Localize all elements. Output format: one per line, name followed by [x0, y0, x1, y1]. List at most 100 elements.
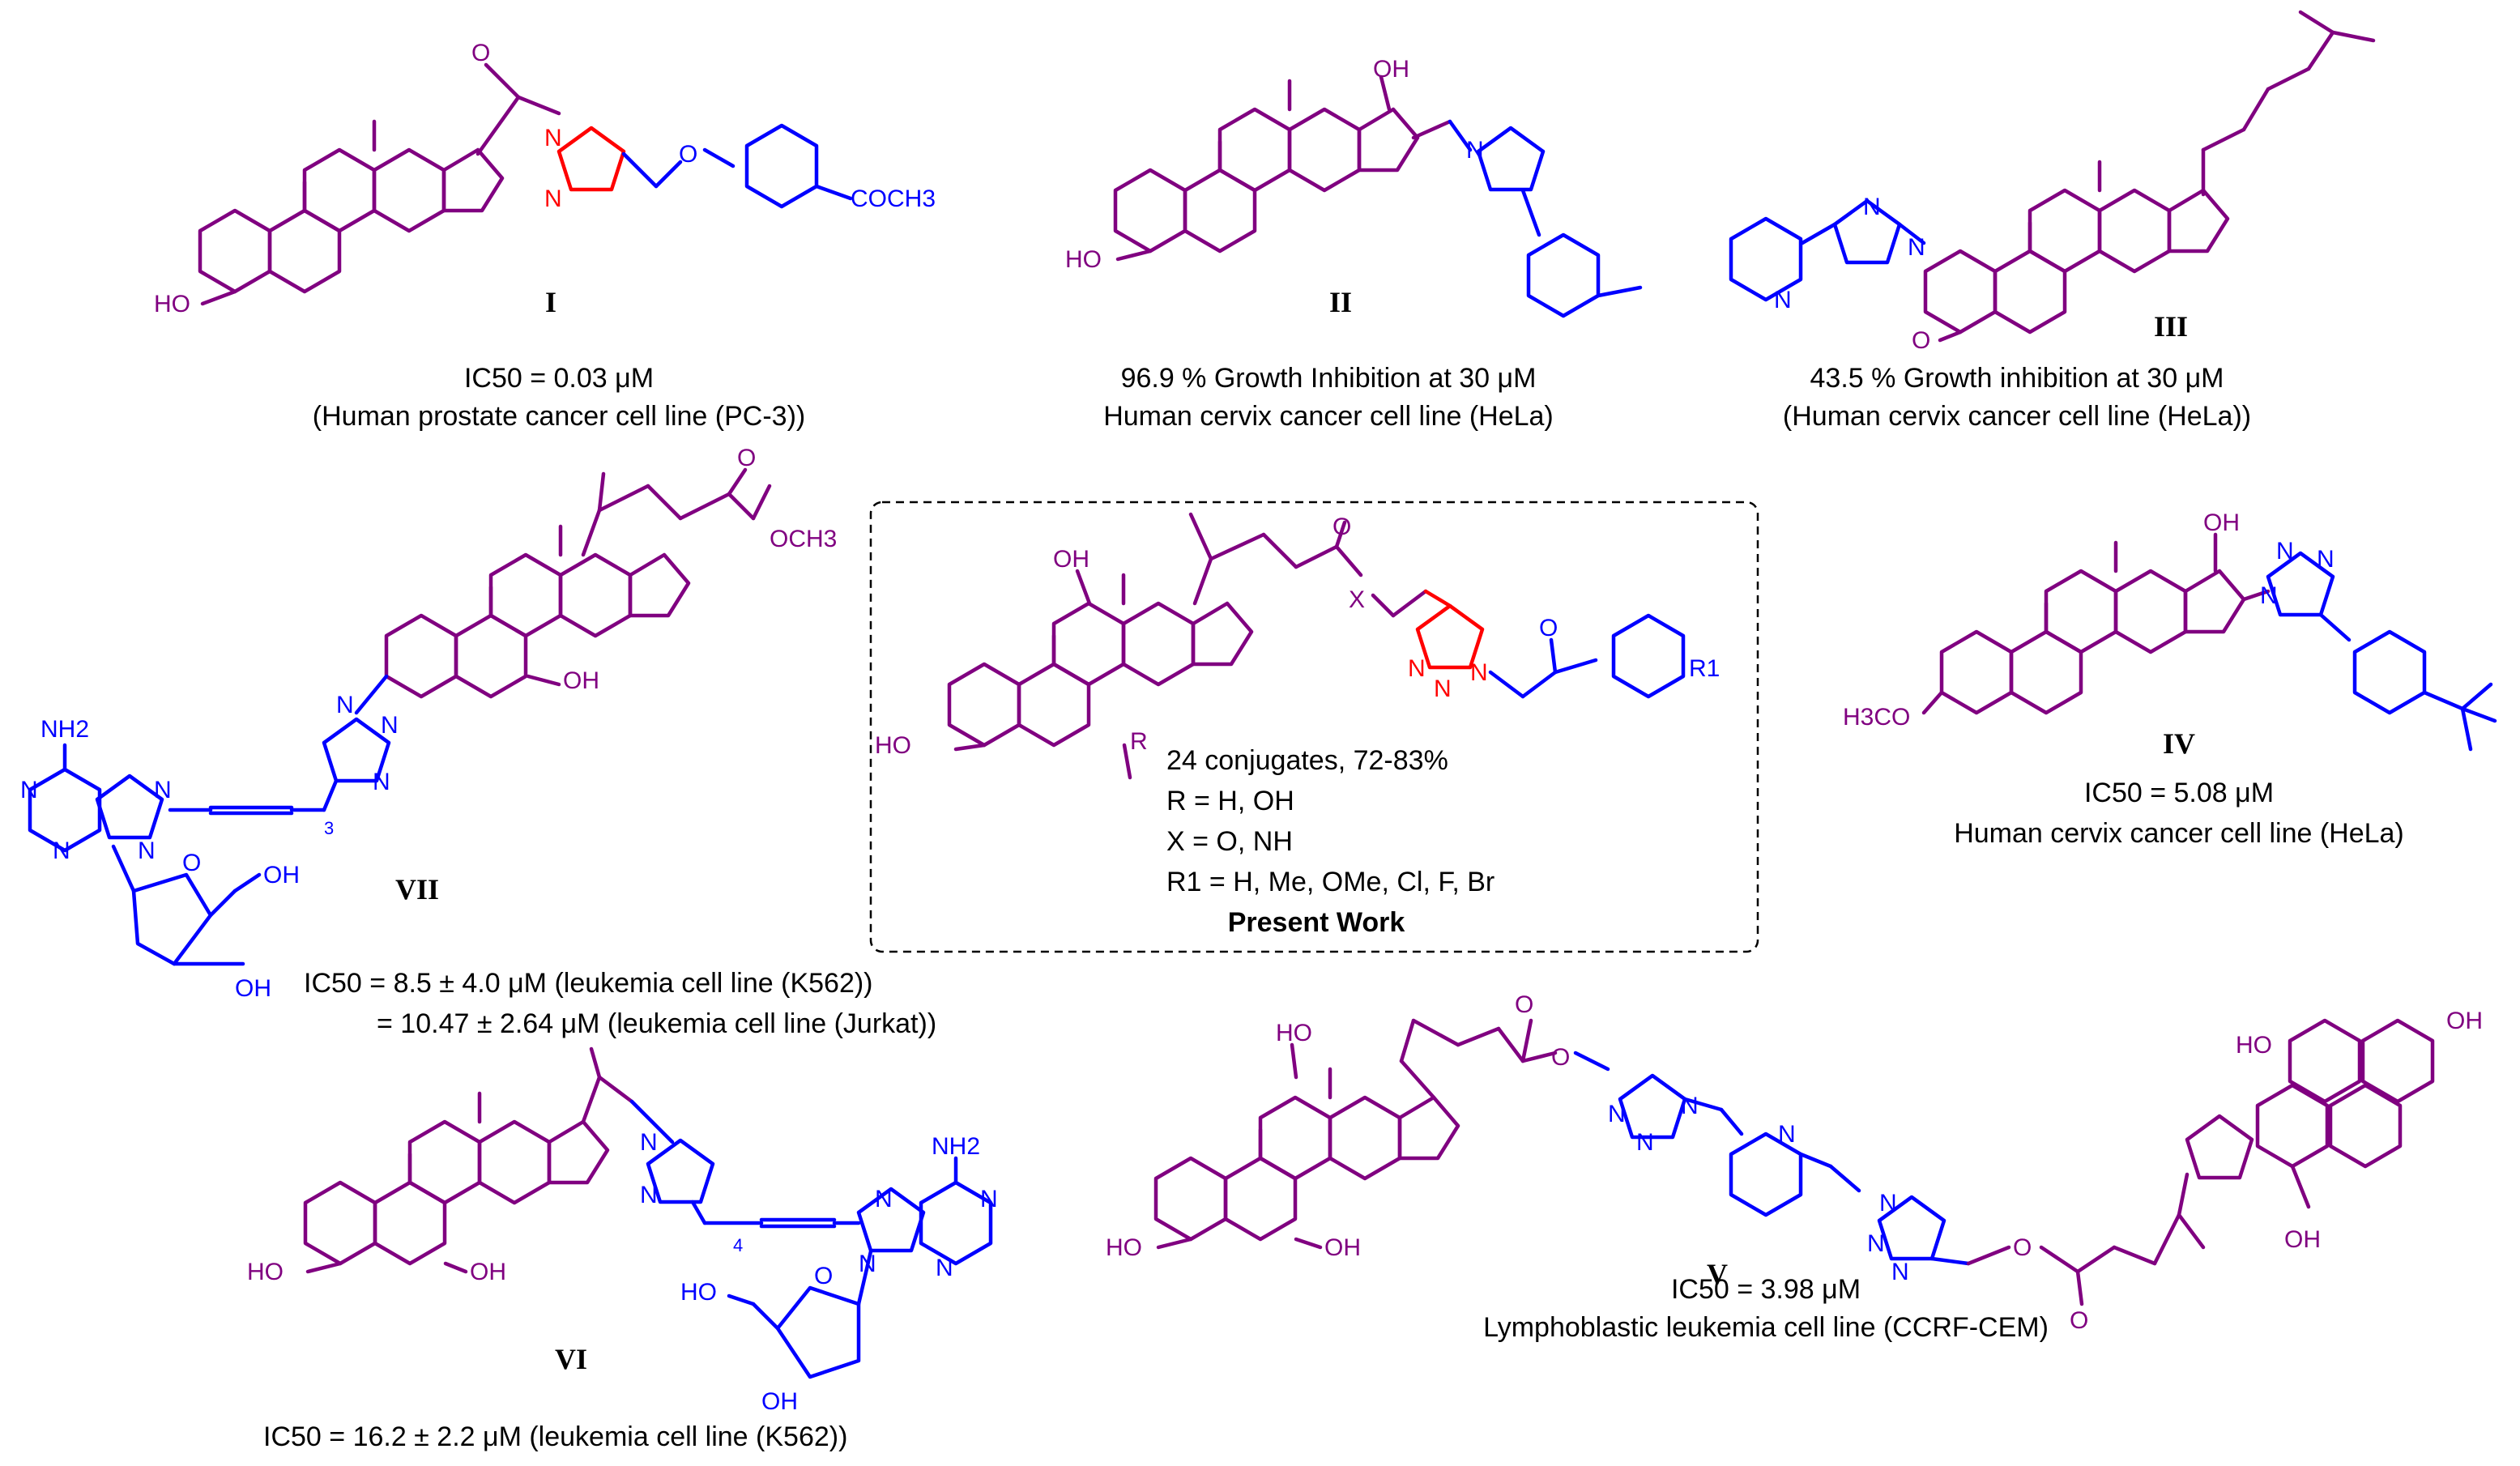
compound-VI-purine-n7: N: [875, 1186, 893, 1212]
compound-IV-triazole-n1: N: [2260, 582, 2278, 609]
compound-VII-triazole-n1: N: [336, 692, 354, 718]
compound-II-triazole-aryl: [1448, 119, 1643, 316]
present-work-dashed-box: [869, 501, 1759, 953]
compound-V-pyridine-n: N: [1778, 1121, 1796, 1148]
compound-III-ketone-oxygen: O: [1912, 327, 1930, 354]
compound-II-activity: 96.9 % Growth Inhibition at 30 μM: [1121, 363, 1537, 394]
compound-VI-sugar-hydroxyl-1: HO: [680, 1279, 717, 1306]
present-work-x-definition: X = O, NH: [1166, 826, 1293, 857]
compound-III-pyridyl-triazole: [1731, 201, 1926, 300]
compound-V-steroid-core-right: [1966, 1021, 2433, 1306]
compound-VII-purine-n3: N: [53, 837, 70, 864]
compound-IV-hydroxyl: OH: [2203, 509, 2240, 536]
present-work-triazole-n3: N: [1470, 659, 1488, 686]
present-work-yield: 24 conjugates, 72-83%: [1166, 745, 1448, 776]
compound-VII-sugar-hydroxyl-2: OH: [235, 975, 271, 1002]
compound-VII-triazole-n2: N: [381, 712, 399, 739]
compound-VI-hydroxyl-7: OH: [470, 1259, 506, 1285]
compound-V-bis-triazole-pyridine-linker: [1573, 1050, 1971, 1266]
compound-III-triazole-n1: N: [1863, 194, 1881, 220]
compound-VI-label: VI: [555, 1343, 587, 1375]
compound-V-triazole1-n3: N: [1636, 1129, 1654, 1156]
compound-V-triazole2-n2: N: [1867, 1230, 1885, 1257]
compound-III-label: III: [2154, 310, 2188, 343]
compound-IV: H3CO OH N N N IV IC50 = 5.08 μM Human ce…: [1843, 509, 2497, 849]
compound-VII: O OCH3 OH NH2 N N N N N N N 3 OH: [20, 445, 936, 1039]
compound-VI-sugar-oxygen: O: [814, 1263, 833, 1289]
compound-V-right-hydroxyl-3: OH: [2446, 1008, 2483, 1034]
compound-IV-cell-line: Human cervix cancer cell line (HeLa): [1954, 818, 2404, 849]
compound-VII-triazole-n3: N: [373, 769, 390, 795]
compound-VI-hydroxyl-3: HO: [247, 1259, 284, 1285]
compound-V-triazole1-n2: N: [1608, 1101, 1626, 1127]
compound-III-pyridine-n: N: [1774, 287, 1792, 313]
compound-V-triazole2-n3: N: [1891, 1259, 1909, 1285]
compound-II-steroid-core: [1115, 75, 1452, 262]
compound-I-label: I: [545, 286, 556, 318]
compound-I-triazole-n1: N: [544, 125, 562, 151]
compound-VI-purine-n3: N: [936, 1255, 953, 1281]
compound-I-aryl-ether: [621, 126, 853, 207]
present-work-triazole-n2: N: [1434, 675, 1452, 702]
compound-IV-triazole-aryl: [2268, 553, 2497, 752]
compound-V-triazole1-n1: N: [1681, 1093, 1699, 1119]
compound-V-right-carbonyl-oxygen: O: [2070, 1307, 2088, 1334]
compound-IV-triazole-n3: N: [2317, 546, 2335, 573]
compound-V: HO HO OH O O N N N N N N N: [1106, 991, 2483, 1343]
compound-V-right-hydroxyl-12: HO: [2236, 1032, 2272, 1059]
present-work-triazole-n1: N: [1408, 655, 1426, 682]
compound-III-triazole-n2: N: [1908, 234, 1925, 261]
compound-VII-label: VII: [395, 873, 439, 906]
compound-VI: HO OH NH2 N N N N N N 4 HO OH O VI I: [247, 1046, 998, 1452]
present-work-phenacyl-group: [1488, 616, 1683, 699]
compound-V-triazole2-n1: N: [1879, 1190, 1897, 1217]
compound-VII-sugar-oxygen: O: [182, 850, 201, 876]
compound-VII-activity-2: = 10.47 ± 2.64 μM (leukemia cell line (J…: [377, 1008, 936, 1039]
compound-VI-sugar-hydroxyl-2: OH: [761, 1388, 798, 1415]
compound-II-cell-line: Human cervix cancer cell line (HeLa): [1103, 401, 1554, 432]
compound-I: HO O N N O COCH3 I IC50 = 0.03 μM (Human…: [154, 40, 936, 432]
compound-II-hydroxyl-3: HO: [1065, 246, 1102, 273]
present-work-carbonyl-oxygen: O: [1332, 514, 1351, 540]
compound-V-left-hydroxyl-3: HO: [1106, 1234, 1142, 1261]
compound-V-right-hydroxyl-7: OH: [2284, 1226, 2321, 1253]
compound-VII-steroid-core: [386, 467, 772, 697]
compound-VII-activity-1: IC50 = 8.5 ± 4.0 μM (leukemia cell line …: [304, 968, 873, 999]
present-work-r1-definition: R1 = H, Me, OMe, Cl, F, Br: [1166, 867, 1495, 897]
compound-V-ester-oxygen-2: O: [2013, 1234, 2032, 1261]
compound-III-cell-line: (Human cervix cancer cell line (HeLa)): [1783, 401, 2251, 432]
compound-I-steroid-core: [200, 62, 561, 306]
compound-VI-purine-n9: N: [859, 1251, 876, 1277]
compound-I-ether-oxygen: O: [679, 141, 697, 168]
compound-II-triazole-n: N: [1466, 137, 1484, 164]
compound-I-triazole-n2: N: [544, 185, 562, 212]
present-work-triazole-ring: [1418, 589, 1482, 667]
compound-VI-steroid-core: [305, 1046, 634, 1274]
compound-VI-triazole-n2: N: [640, 1182, 658, 1208]
compound-VII-purine-n7: N: [154, 777, 172, 803]
compound-II-hydroxyl-17: OH: [1373, 56, 1409, 83]
compound-VI-adenosine-conjugate: [629, 1099, 991, 1379]
compound-VII-carbonyl-oxygen: O: [737, 445, 756, 471]
compound-IV-triazole-n2: N: [2276, 538, 2294, 565]
compound-V-left-hydroxyl-7: OH: [1324, 1234, 1361, 1261]
compound-V-label: V: [1707, 1258, 1728, 1290]
compound-VII-amine: NH2: [41, 716, 89, 743]
compound-VI-chain-subscript: 4: [733, 1235, 743, 1255]
compound-VII-sugar-hydroxyl-1: OH: [263, 862, 300, 889]
present-work-hydroxyl-12: OH: [1053, 546, 1089, 573]
compound-VI-activity: IC50 = 16.2 ± 2.2 μM (leukemia cell line…: [263, 1421, 847, 1452]
present-work-r1-group: R1: [1689, 655, 1720, 682]
compound-IV-steroid-core: [1921, 532, 2271, 715]
compound-I-ketone-oxygen: O: [471, 40, 490, 66]
compound-VI-triazole-n1: N: [640, 1129, 658, 1156]
compound-IV-methoxy: H3CO: [1843, 704, 1910, 731]
compound-II: HO OH N II 96.9 % Growth Inhibition at 3…: [1065, 56, 1643, 432]
compound-VII-purine-n9: N: [138, 837, 156, 864]
compound-VII-purine-n1: N: [20, 777, 38, 803]
present-work-r-definition: R = H, OH: [1166, 786, 1294, 816]
compound-VI-purine-n1: N: [980, 1186, 998, 1212]
compound-III: O N N N III 43.5 % Growth inhibition at …: [1731, 10, 2376, 432]
compound-VII-hydroxyl: OH: [563, 667, 599, 694]
